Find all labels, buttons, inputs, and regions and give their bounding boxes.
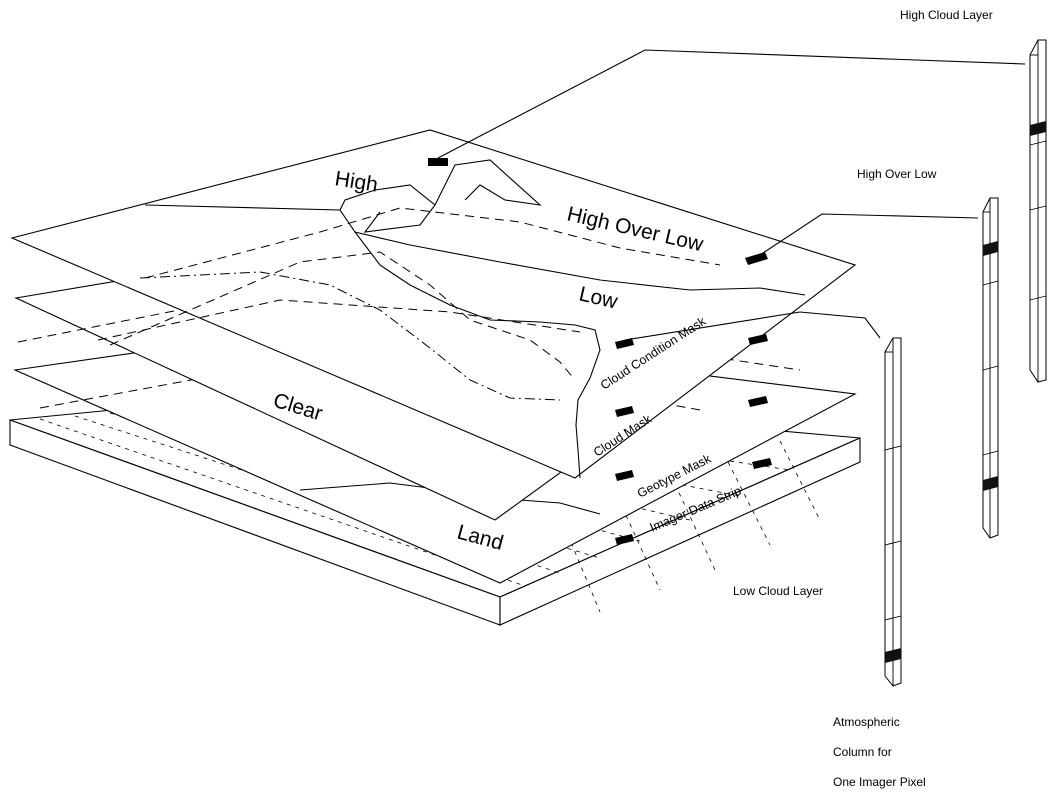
- pixel-marker-imager: [615, 534, 634, 545]
- low-cloud-band: [885, 648, 901, 663]
- high-over-low-band-upper: [983, 241, 998, 256]
- caption-line-2: Column for: [833, 745, 892, 759]
- label-high-over-low-column: High Over Low: [857, 167, 937, 181]
- high-cloud-band: [1030, 121, 1046, 136]
- pixel-marker-high-over-low: [745, 252, 768, 265]
- pixel-markers: [428, 158, 772, 545]
- low-cloud-column: [884, 337, 902, 687]
- cloud-condition-outline: [10, 129, 857, 479]
- pixel-marker-condition-right: [748, 334, 768, 345]
- high-over-low-band-lower: [983, 476, 998, 491]
- label-low-cloud-layer: Low Cloud Layer: [733, 584, 823, 598]
- leader-low: [624, 311, 881, 341]
- leader-lines: [437, 49, 1026, 341]
- caption-line-1: Atmospheric: [833, 715, 900, 729]
- high-region-boundary: [144, 204, 806, 296]
- lower-dashed-projection: [109, 251, 576, 381]
- pixel-marker-high: [428, 158, 448, 166]
- pixel-marker-geotype-left: [615, 470, 634, 481]
- pixel-marker-cloud-left: [615, 406, 634, 417]
- slab-side: [499, 437, 861, 626]
- pixel-marker-cloud-right: [748, 396, 768, 407]
- high-notch: [339, 184, 436, 233]
- pixel-marker-geotype-right: [752, 458, 772, 469]
- low-region-boundary: [354, 231, 601, 479]
- mid-dashed-projection: [97, 299, 581, 341]
- upper-dashed-projection: [144, 207, 721, 279]
- label-high-cloud-layer: High Cloud Layer: [900, 8, 993, 22]
- high-over-low-column: [982, 197, 999, 539]
- pixel-marker-condition-left: [615, 338, 634, 349]
- leader-high: [437, 49, 1026, 159]
- high-peak: [434, 159, 542, 206]
- cloud-condition-mask-plane: [10, 129, 857, 479]
- caption-line-3: One Imager Pixel: [833, 775, 926, 789]
- leader-high-over-low: [759, 213, 979, 256]
- high-cloud-column: [1029, 39, 1047, 383]
